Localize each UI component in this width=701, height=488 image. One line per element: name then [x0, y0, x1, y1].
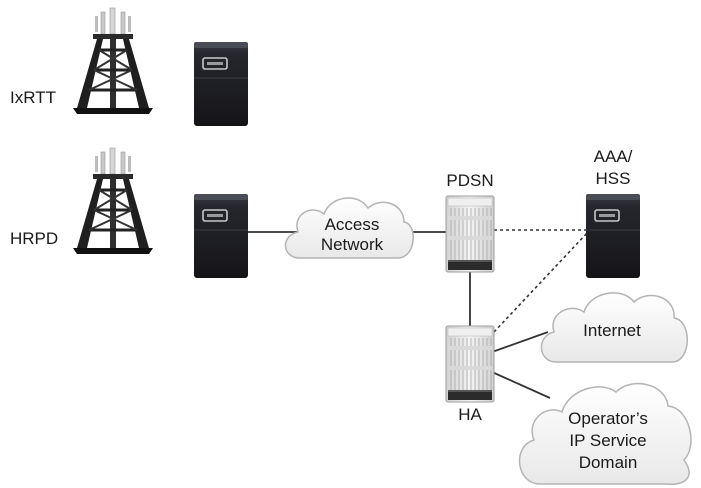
link-ha-operator — [491, 371, 551, 399]
tower-icon-1xrtt — [71, 6, 155, 116]
pdsn-chassis-icon — [445, 195, 495, 273]
internet-label: Internet — [583, 321, 641, 340]
label-aaa: AAA/ — [594, 147, 633, 166]
server-icon-hrpd — [193, 193, 249, 279]
operator-domain-cloud-icon: Operator’s IP Service Domain — [518, 382, 692, 486]
ha-chassis-icon — [445, 325, 495, 403]
label-ha: HA — [458, 405, 482, 424]
dashed-ha-aaa — [493, 231, 589, 333]
access-network-label-line1: Access — [325, 215, 380, 234]
operator-domain-label-line3: Domain — [579, 453, 638, 472]
dashed-lines — [493, 229, 589, 333]
label-hrpd: HRPD — [10, 229, 58, 248]
operator-domain-label-line1: Operator’s — [568, 409, 648, 428]
access-network-cloud-icon: Access Network — [284, 197, 414, 259]
label-hss: HSS — [596, 169, 631, 188]
internet-cloud-icon: Internet — [540, 292, 688, 363]
operator-domain-label-line2: IP Service — [569, 431, 646, 450]
label-1xrtt: IxRTT — [10, 88, 56, 107]
label-pdsn: PDSN — [446, 171, 493, 190]
link-ha-internet — [491, 331, 549, 353]
access-network-label-line2: Network — [321, 235, 384, 254]
connection-lines — [248, 231, 551, 399]
tower-icon-hrpd — [71, 146, 155, 256]
server-icon-aaa-hss — [585, 193, 641, 279]
server-icon-1xrtt — [193, 41, 249, 127]
